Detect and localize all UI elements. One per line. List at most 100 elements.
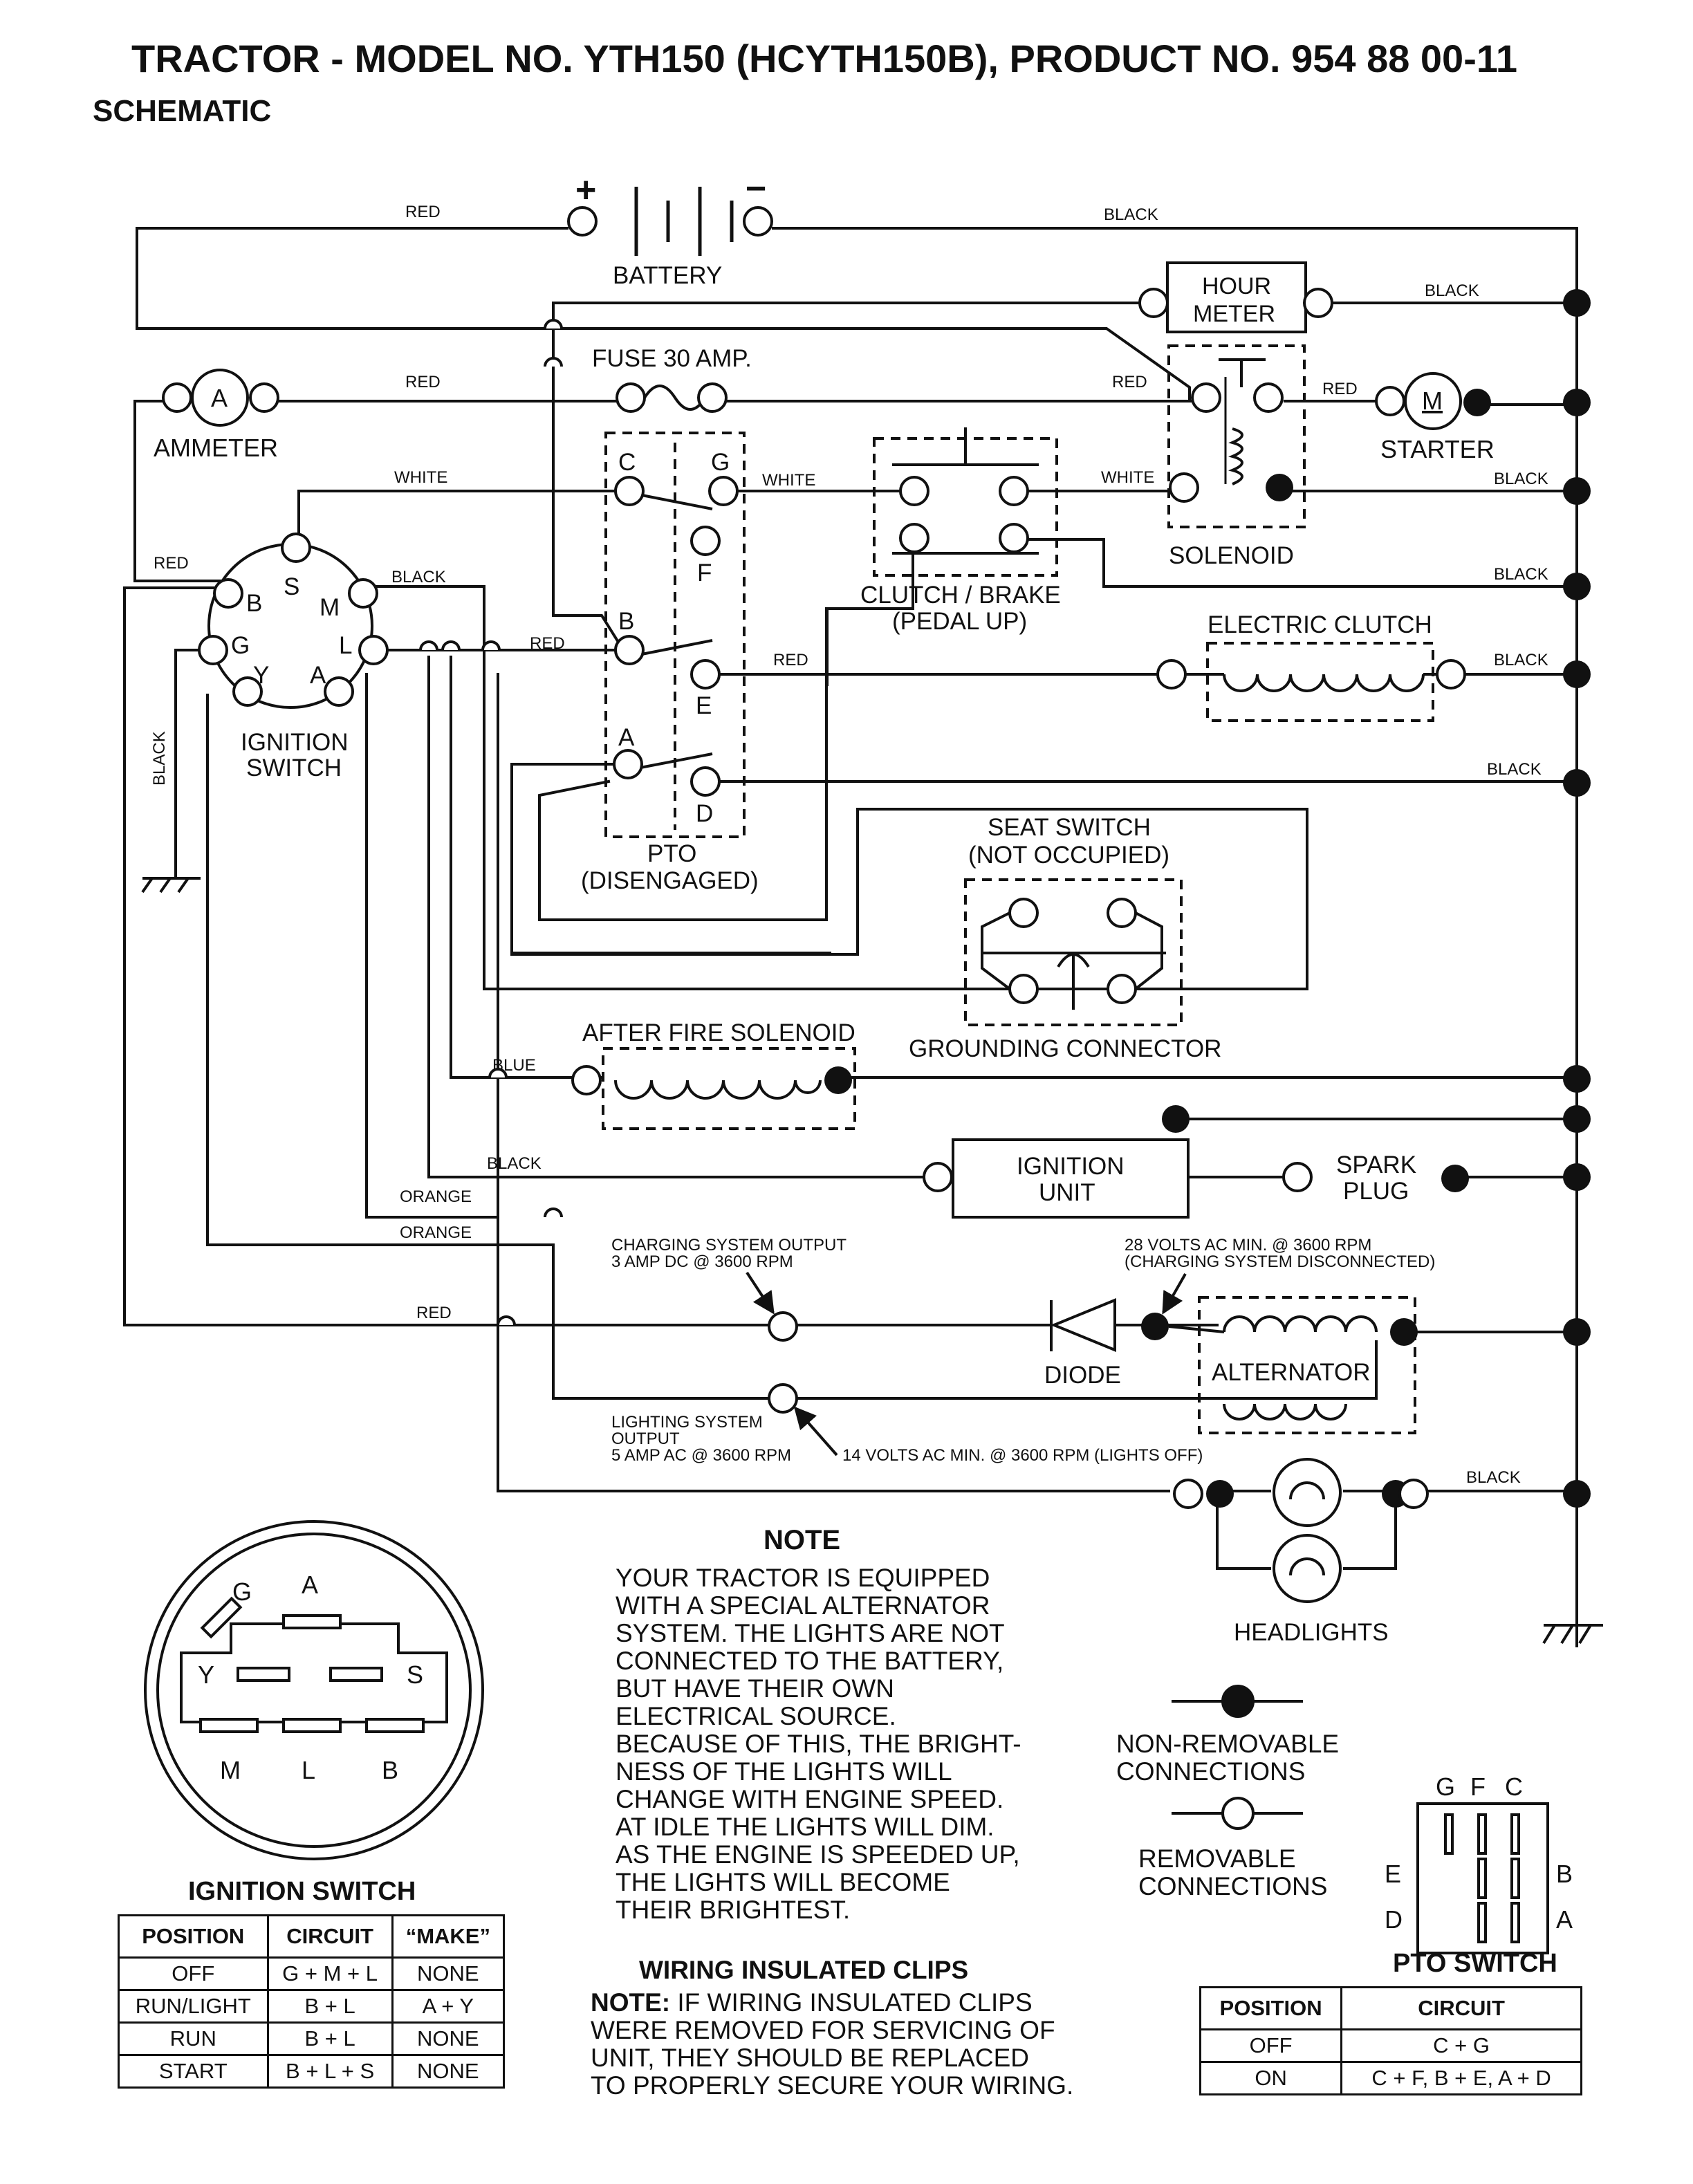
spark-plug-label-1: SPARK [1336,1151,1416,1178]
wire-label-black-headlights: BLACK [1466,1468,1521,1487]
page-title: TRACTOR - MODEL NO. YTH150 (HCYTH150B), … [131,37,1518,80]
wire-label-red-ign: RED [154,554,189,573]
wire-headlights [497,673,1170,1492]
fuse [616,382,728,413]
ign-face-y: Y [198,1660,214,1689]
wire-black-ign-unit [427,656,938,1178]
note-body: YOUR TRACTOR IS EQUIPPED WITH A SPECIAL … [616,1564,1021,1924]
note-heading: NOTE [764,1525,841,1555]
alternator [1168,1296,1416,1434]
alternator-label: ALTERNATOR [1212,1359,1370,1386]
pto-face-g: G [1436,1773,1455,1801]
wire-label-red-starter: RED [1322,380,1358,398]
table-row: RUN B + L NONE [118,2021,506,2056]
lighting-output-label-1: LIGHTING SYSTEM [611,1413,763,1432]
pto-switch [604,432,746,838]
hour-meter-label-2: METER [1193,301,1275,327]
electric-clutch-label: ELECTRIC CLUTCH [1208,611,1432,638]
bus-dot-hour-meter [1563,289,1591,317]
legend-removable [1172,1797,1303,1830]
wire-red-charging [123,586,769,1326]
lighting-output-label-2: OUTPUT [611,1429,680,1448]
after-fire-label: AFTER FIRE SOLENOID [582,1019,855,1046]
ignition-switch [198,533,389,709]
pto-table-header: POSITION [1199,1986,1343,2030]
pto-terminal-b: B [618,608,634,635]
wire-headlight-lower2 [1343,1490,1397,1570]
table-cell: RUN [118,2021,269,2056]
clutch-brake-label-2: (PEDAL UP) [892,608,1027,635]
wire-label-black-solenoid: BLACK [1494,470,1548,488]
solenoid-terminal-fixed [1266,474,1293,501]
ignition-table-header: POSITION [118,1914,269,1959]
wire-pto-a-loop2 [538,538,914,921]
pto-face-e: E [1385,1860,1401,1888]
bus-dot-starter [1563,389,1591,416]
wire-label-white-pto: WHITE [762,471,815,490]
ign-face-g: G [232,1577,252,1606]
wire-blue [450,656,602,1079]
clips-note-label: NOTE: [591,1988,671,2017]
wire-label-black-elec: BLACK [1494,651,1548,669]
battery-plus-label: + [575,170,596,210]
table-row: OFF C + G [1199,2028,1582,2063]
after-fire-terminal-fixed [824,1066,852,1094]
fuse-label: FUSE 30 AMP. [592,345,752,372]
ign-switch-label-1: IGNITION [241,729,349,756]
bus-dot-after-fire [1563,1065,1591,1093]
wire-labels: RED BLACK BLACK RED RED RED WHITE WHITE … [150,203,1548,1487]
table-cell: A + Y [391,1989,506,2024]
wire-feed-vertical [552,302,621,645]
ground-symbol-right [1542,1624,1603,1645]
bus-dot-pto [1563,769,1591,797]
headlight-terminal-fixed-1 [1206,1480,1234,1508]
solenoid [1167,344,1306,528]
ign-terminal-y: Y [253,662,269,689]
after-fire-solenoid [571,1047,856,1130]
solenoid-label: SOLENOID [1169,542,1294,569]
bus-dot-clutch [1563,573,1591,600]
pto-face-f: F [1470,1773,1486,1801]
wire-label-red-solenoid: RED [1112,373,1147,391]
ign-face-s: S [407,1660,423,1689]
legend-non-removable-label-2: CONNECTIONS [1116,1757,1305,1786]
wire-label-white-ign: WHITE [394,468,447,487]
battery-label: BATTERY [613,262,722,289]
headlights [1173,1458,1342,1603]
ignition-unit-label-2: UNIT [1039,1179,1095,1206]
ign-face-b: B [382,1756,398,1784]
table-cell: B + L + S [266,2054,394,2089]
wire-label-black-battery: BLACK [1104,205,1158,224]
seat-switch [964,878,1183,1026]
diode-terminal-fixed [1141,1313,1169,1340]
table-cell: C + G [1340,2028,1582,2063]
table-cell: NONE [391,1956,506,1991]
wire-ammeter-to-ign [133,400,230,582]
bus-dot-solenoid [1563,477,1591,505]
wire-label-red-battery: RED [405,203,441,221]
wire-label-red-elec: RED [773,651,808,669]
bus-dot-elec-clutch [1563,660,1591,688]
lighting-output-label-3: 5 AMP AC @ 3600 RPM [611,1446,791,1465]
ign-face-m: M [220,1756,241,1784]
hour-meter [1138,261,1333,333]
starter-terminal-fixed [1463,389,1491,416]
legend-non-removable [1172,1685,1303,1718]
grounding-connector-label: GROUNDING CONNECTOR [909,1035,1221,1062]
ign-terminal-b: B [246,590,262,617]
ignition-switch-face [144,1520,484,1860]
table-row: ON C + F, B + E, A + D [1199,2061,1582,2095]
table-cell: NONE [391,2021,506,2056]
wire-clutch-black [1012,538,1578,588]
charging-output-terminal [768,1311,798,1342]
wire-pto-a-loop [510,763,831,954]
ign-switch-label-2: SWITCH [246,755,342,781]
starter-symbol: M [1422,387,1443,415]
table-cell: OFF [118,1956,269,1991]
charging-output-label-1: CHARGING SYSTEM OUTPUT [611,1236,846,1255]
pto-face-b: B [1556,1860,1573,1888]
table-cell: RUN/LIGHT [118,1989,269,2024]
clips-note-text: IF WIRING INSULATED CLIPS WERE REMOVED F… [591,1988,1074,2100]
electric-clutch [1156,642,1466,722]
ground-bus-dots [1162,289,1591,1508]
